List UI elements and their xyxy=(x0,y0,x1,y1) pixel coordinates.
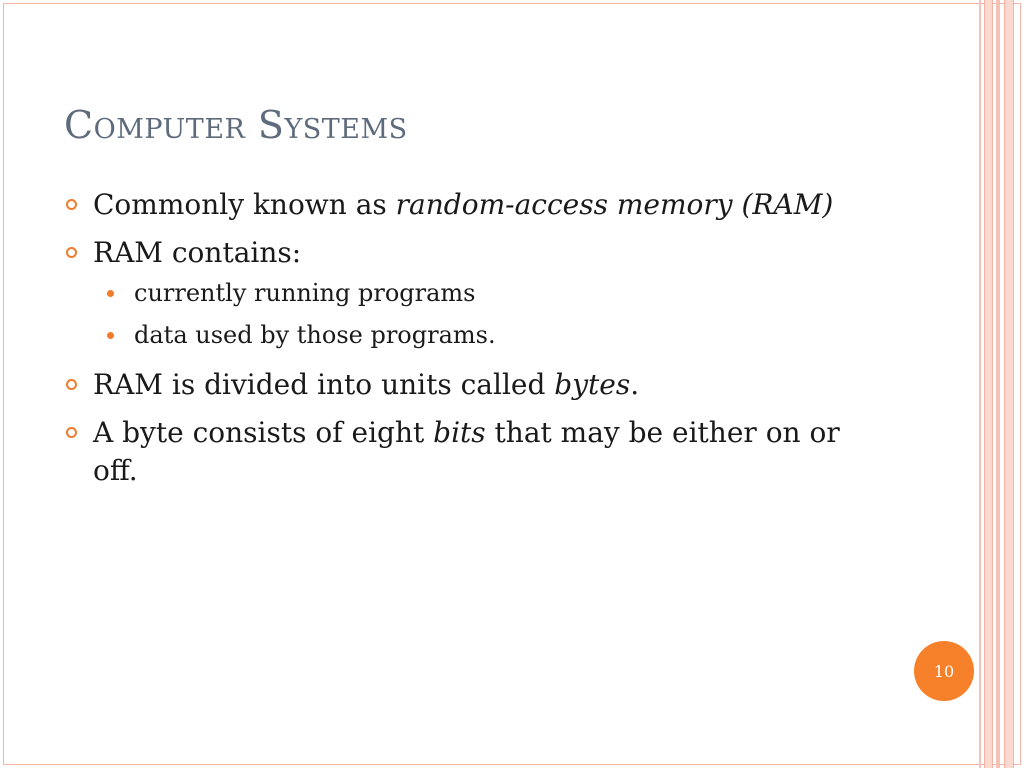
decorative-stripe xyxy=(996,0,1000,768)
page-number: 10 xyxy=(933,661,955,681)
filled-dot-bullet-icon xyxy=(107,290,114,297)
bullet-text: . xyxy=(630,368,640,401)
bullet-text: Commonly known as xyxy=(93,188,396,221)
sub-bullet-text: data used by those programs. xyxy=(134,321,496,349)
bullet-item: RAM is divided into units called bytes. xyxy=(64,366,884,404)
bullet-text: A byte consists of eight xyxy=(93,416,434,449)
hollow-circle-bullet-icon xyxy=(66,427,77,438)
filled-dot-bullet-icon xyxy=(107,332,114,339)
slide-body: Commonly known as random-access memory (… xyxy=(64,186,884,500)
sub-bullet-text: currently running programs xyxy=(134,279,476,307)
slide-title: Computer Systems xyxy=(64,103,408,147)
bullet-emphasis: random-access memory (RAM) xyxy=(395,188,834,221)
page-number-badge: 10 xyxy=(914,641,974,701)
bullet-item: Commonly known as random-access memory (… xyxy=(64,186,884,224)
decorative-stripe xyxy=(984,0,993,768)
bullet-emphasis: bytes xyxy=(554,368,631,401)
hollow-circle-bullet-icon xyxy=(66,379,77,390)
hollow-circle-bullet-icon xyxy=(66,199,77,210)
bullet-text: RAM contains: xyxy=(93,236,302,269)
sub-bullet-item: currently running programs xyxy=(64,272,884,314)
sub-bullet-item: data used by those programs. xyxy=(64,314,884,356)
bullet-text: RAM is divided into units called xyxy=(93,368,555,401)
bullet-item: RAM contains: xyxy=(64,234,884,272)
slide-border xyxy=(3,3,1021,765)
decorative-stripe xyxy=(979,0,981,768)
bullet-emphasis: bits xyxy=(433,416,486,449)
hollow-circle-bullet-icon xyxy=(66,247,77,258)
sub-bullet-list: currently running programs data used by … xyxy=(64,272,884,356)
bullet-text: that may be either on or off. xyxy=(93,416,840,487)
bullet-item: A byte consists of eight bits that may b… xyxy=(64,414,884,490)
decorative-stripe xyxy=(1004,0,1014,768)
